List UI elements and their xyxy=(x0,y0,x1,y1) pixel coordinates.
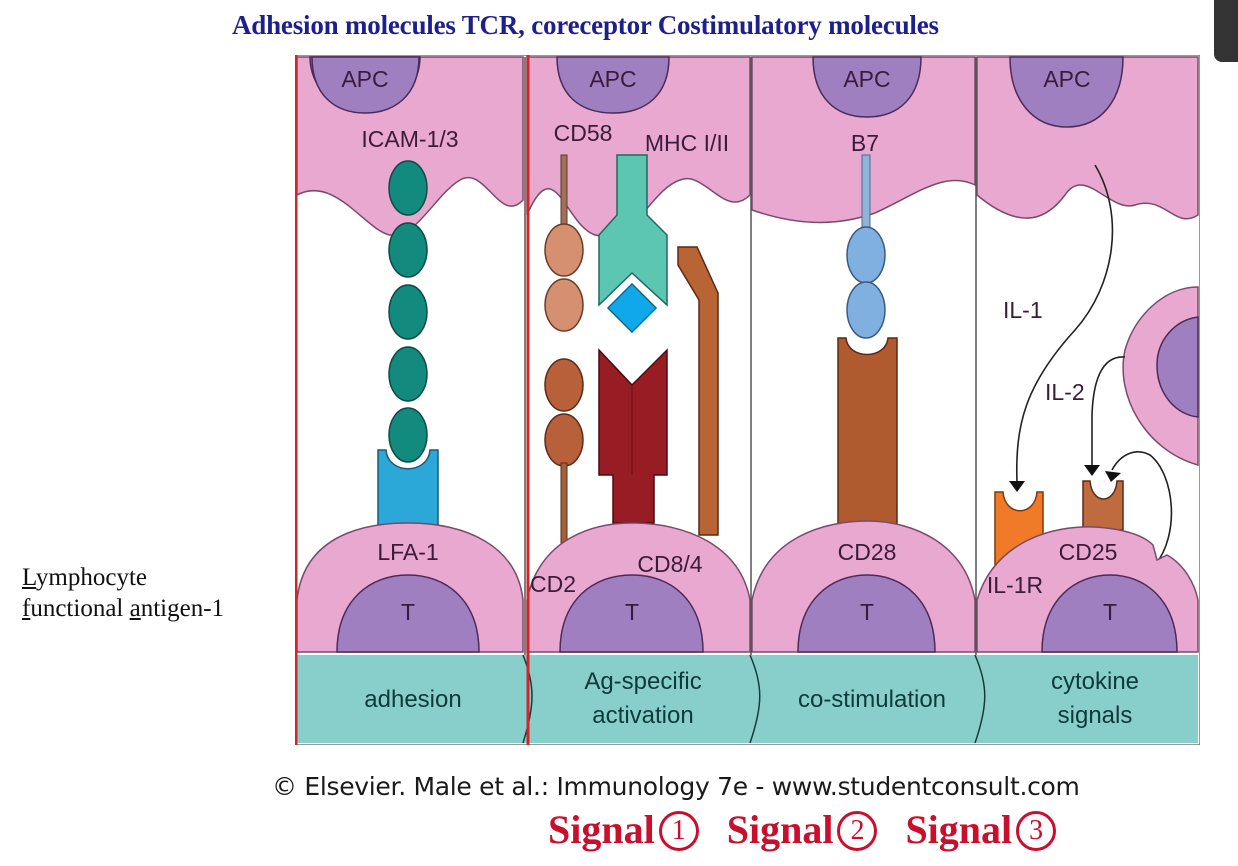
mhc-molecule xyxy=(598,154,668,307)
il2-autocrine-arrow xyxy=(1111,451,1173,566)
tcr-molecule xyxy=(598,348,668,524)
label-lfa1: LFA-1 xyxy=(377,539,438,565)
annotation-text: unctional xyxy=(30,595,130,622)
cd25-receptor xyxy=(1082,480,1124,531)
cd58-molecule xyxy=(544,154,584,332)
cd8-4-coreceptor xyxy=(677,246,719,536)
il2-autocrine-arrowhead xyxy=(1105,471,1121,482)
label-mhc: MHC I/II xyxy=(645,130,729,156)
annotation-line-2: functional antigen-1 xyxy=(22,593,224,624)
t-nucleus-4 xyxy=(1041,574,1178,653)
band-label-ag-specific: Ag-specific xyxy=(584,668,701,695)
apc-membrane-panel-3 xyxy=(751,56,976,224)
apc-label-1: APC xyxy=(341,66,388,92)
label-il1r: IL-1R xyxy=(987,572,1043,598)
t-nucleus-2 xyxy=(559,574,704,653)
t-nucleus-3 xyxy=(797,574,936,653)
t-nucleus-1 xyxy=(336,574,480,653)
label-cd28: CD28 xyxy=(838,539,897,565)
band-label-co-stimulation: co-stimulation xyxy=(798,686,946,713)
label-cd8-4: CD8/4 xyxy=(637,551,702,577)
lfa1-receptor xyxy=(377,449,439,541)
cd28-receptor xyxy=(837,337,898,534)
window-corner-tab xyxy=(1214,0,1238,62)
copyright-credit: © Elsevier. Male et al.: Immunology 7e -… xyxy=(272,772,1080,801)
apc-nucleus-4 xyxy=(1009,56,1124,128)
band-divider-1 xyxy=(522,654,533,744)
band-divider-2 xyxy=(749,654,761,744)
signal-number-circle: 3 xyxy=(1016,811,1057,851)
antigen-peptide xyxy=(601,277,663,339)
second-t-cell xyxy=(1122,286,1199,466)
apc-label-2: APC xyxy=(589,66,636,92)
band-label-signals: signals xyxy=(1058,702,1133,729)
t-label-4: T xyxy=(1103,599,1117,625)
il1-arrow xyxy=(1015,164,1114,484)
lfa1-acronym-annotation: Lymphocyte functional antigen-1 xyxy=(22,562,224,624)
band-divider-3 xyxy=(974,654,986,744)
label-cd25: CD25 xyxy=(1059,539,1118,565)
apc-nucleus-2 xyxy=(556,56,670,114)
il1-arrowhead xyxy=(1009,481,1025,492)
annotation-text: ntigen-1 xyxy=(140,595,225,622)
label-cd58: CD58 xyxy=(554,120,613,146)
diagram-title: Adhesion molecules TCR, coreceptor Costi… xyxy=(232,10,939,40)
apc-label-4: APC xyxy=(1043,66,1090,92)
apc-nucleus-1 xyxy=(309,56,421,114)
label-cd2: CD2 xyxy=(530,571,576,597)
il2-arrow xyxy=(1091,356,1126,467)
signal-word: Signal xyxy=(548,807,655,852)
process-band xyxy=(297,655,1198,743)
il2-arrowhead xyxy=(1084,465,1100,476)
adhesion-highlight-box xyxy=(295,55,530,745)
label-icam: ICAM-1/3 xyxy=(361,126,458,152)
annotation-line-1: Lymphocyte xyxy=(22,562,224,593)
signal-word: Signal xyxy=(905,807,1013,852)
label-b7: B7 xyxy=(851,130,879,156)
initial-f: f xyxy=(22,595,31,622)
apc-nucleus-3 xyxy=(812,56,922,118)
t-label-1: T xyxy=(401,599,415,625)
immune-synapse-diagram: APC APC APC APC ICAM-1/3 CD58 MHC I/II B… xyxy=(295,55,1200,745)
band-label-cytokine: cytokine xyxy=(1051,668,1139,695)
initial-l: L xyxy=(22,564,36,591)
icam-chain xyxy=(388,160,428,463)
label-il1: IL-1 xyxy=(1003,297,1043,323)
t-label-3: T xyxy=(860,599,874,625)
apc-label-3: APC xyxy=(843,66,890,92)
label-il2: IL-2 xyxy=(1045,379,1085,405)
signal-number-circle: 2 xyxy=(837,811,878,851)
t-label-2: T xyxy=(625,599,639,625)
b7-molecule xyxy=(846,154,886,339)
initial-a: a xyxy=(129,595,141,622)
signal-number-circle: 1 xyxy=(658,811,699,851)
annotation-text: ymphocyte xyxy=(35,564,147,591)
signal-word: Signal xyxy=(726,807,834,852)
band-label-activation: activation xyxy=(592,702,693,729)
band-label-adhesion: adhesion xyxy=(364,686,461,713)
